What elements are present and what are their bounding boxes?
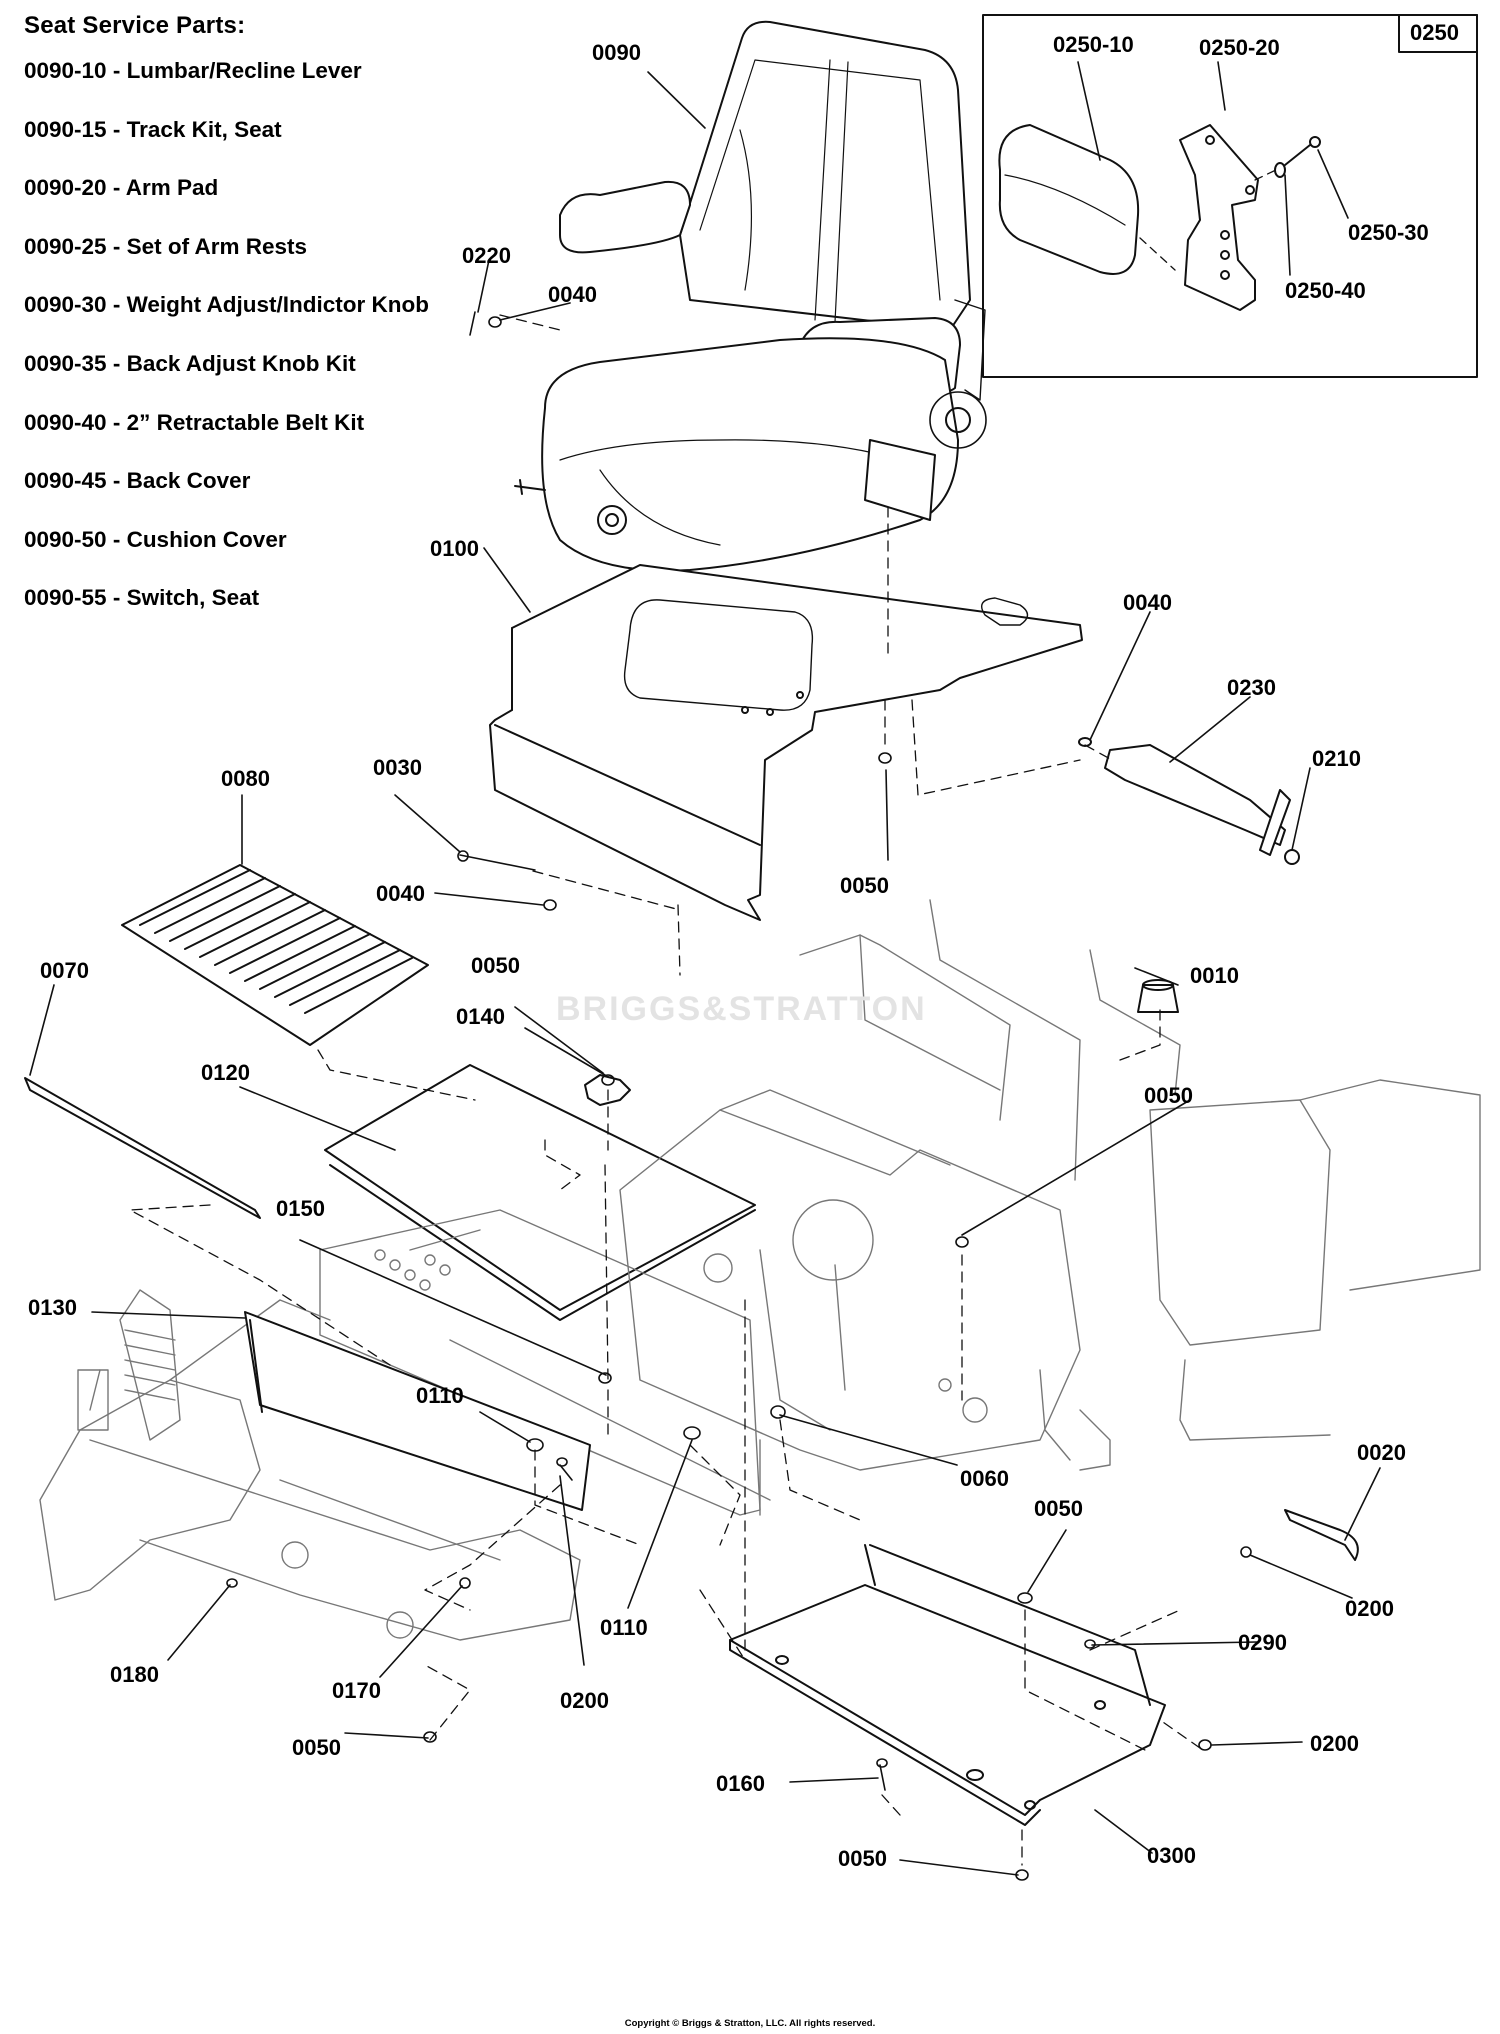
callout-0140: 0140 [456, 1004, 505, 1029]
callout-0210: 0210 [1312, 746, 1361, 771]
seat-switch-bracket [1078, 737, 1300, 865]
callout-0150: 0150 [276, 1196, 325, 1221]
inset-0250 [982, 14, 1478, 378]
leader-lines [29, 61, 1381, 1876]
tractor-frame [319, 899, 1481, 1516]
floor-plate [324, 1064, 756, 1321]
service-part-item: 0090-40 - 2” Retractable Belt Kit [24, 409, 365, 435]
callout-0120: 0120 [201, 1060, 250, 1085]
callout-0070: 0070 [40, 958, 89, 983]
callout-0250-10: 0250-10 [1053, 32, 1134, 57]
service-part-item: 0090-20 - Arm Pad [24, 175, 219, 201]
service-part-item: 0090-55 - Switch, Seat [24, 585, 260, 611]
callout-0050: 0050 [838, 1846, 887, 1871]
service-parts-title: Seat Service Parts: [24, 12, 246, 39]
side-panel [244, 1311, 591, 1511]
seat-service-parts: Seat Service Parts: 0090-10 - Lumbar/Rec… [24, 12, 429, 646]
service-part-item: 0090-25 - Set of Arm Rests [24, 233, 308, 259]
callout-0200: 0200 [1345, 1596, 1394, 1621]
bottom-plate [729, 1544, 1166, 1826]
callout-0200: 0200 [1310, 1731, 1359, 1756]
callout-0130: 0130 [28, 1295, 77, 1320]
callout-0230: 0230 [1227, 675, 1276, 700]
callout-0220: 0220 [462, 243, 511, 268]
assembly-dashed-lines [129, 314, 1201, 1866]
trim-strip [24, 1077, 261, 1219]
callout-0040: 0040 [376, 881, 425, 906]
callout-0300: 0300 [1147, 1843, 1196, 1868]
service-part-item: 0090-10 - Lumbar/Recline Lever [24, 58, 362, 83]
spring-clip [1284, 1509, 1359, 1561]
callout-0030: 0030 [373, 755, 422, 780]
callout-0050: 0050 [1034, 1496, 1083, 1521]
rubber-bumper [1137, 979, 1179, 1013]
callout-0250-40: 0250-40 [1285, 278, 1366, 303]
service-part-item: 0090-30 - Weight Adjust/Indictor Knob [24, 292, 430, 318]
service-part-item: 0090-50 - Cushion Cover [24, 526, 287, 552]
service-part-item: 0090-35 - Back Adjust Knob Kit [24, 350, 356, 376]
callout-0180: 0180 [110, 1662, 159, 1687]
callout-0040: 0040 [1123, 590, 1172, 615]
callout-0050: 0050 [292, 1735, 341, 1760]
service-part-item: 0090-45 - Back Cover [24, 468, 251, 494]
callout-0050: 0050 [840, 873, 889, 898]
callout-0020: 0020 [1357, 1440, 1406, 1465]
callout-0050: 0050 [1144, 1083, 1193, 1108]
callout-0100: 0100 [430, 536, 479, 561]
callout-0170: 0170 [332, 1678, 381, 1703]
copyright-notice: Copyright © Briggs & Stratton, LLC. All … [624, 2018, 876, 2029]
callout-0200: 0200 [560, 1688, 609, 1713]
callout-0050: 0050 [471, 953, 520, 978]
callout-0290: 0290 [1238, 1630, 1287, 1655]
callout-0090: 0090 [592, 40, 641, 65]
callout-0250-30: 0250-30 [1348, 220, 1429, 245]
callout-0060: 0060 [960, 1466, 1009, 1491]
seat-assembly [514, 20, 987, 572]
callout-0080: 0080 [221, 766, 270, 791]
callout-0250-20: 0250-20 [1199, 35, 1280, 60]
inset-label: 0250 [1410, 20, 1459, 45]
callout-0110: 0110 [600, 1615, 648, 1640]
callout-0040: 0040 [548, 282, 597, 307]
callout-0010: 0010 [1190, 963, 1239, 988]
floor-mat [121, 864, 429, 1046]
seat-pan [489, 564, 1083, 921]
callout-0160: 0160 [716, 1771, 765, 1796]
front-suspension [39, 1289, 581, 1641]
brand-watermark: BRIGGS&STRATTON [556, 990, 927, 1028]
callout-0110: 0110 [416, 1383, 464, 1408]
service-part-item: 0090-15 - Track Kit, Seat [24, 116, 282, 142]
